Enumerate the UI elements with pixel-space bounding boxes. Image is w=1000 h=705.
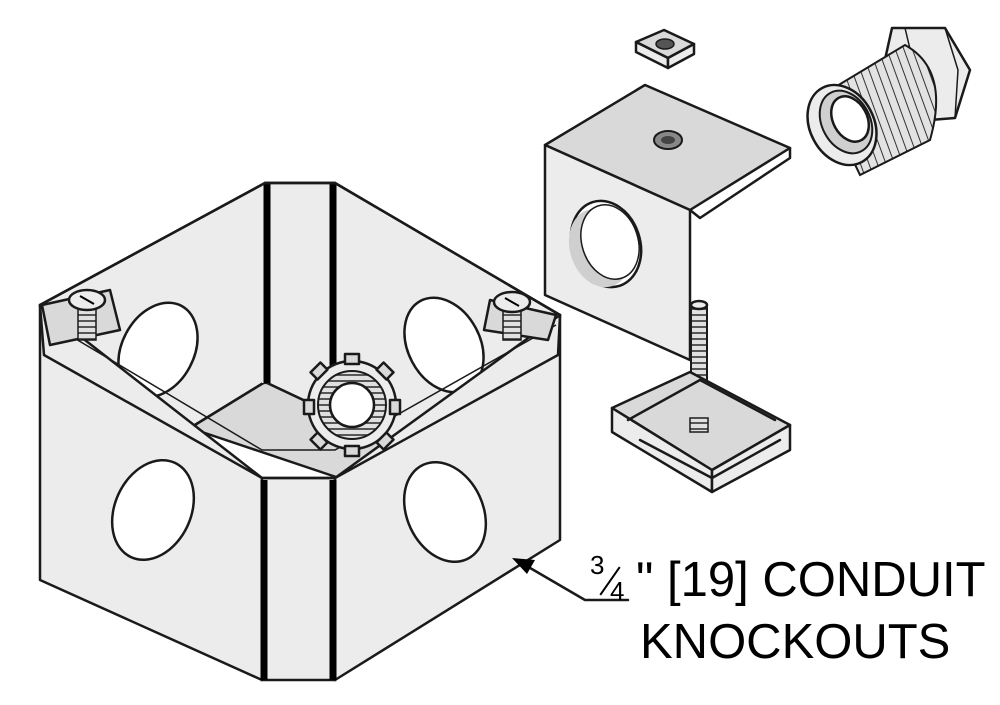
knockout-front-right	[402, 460, 488, 564]
callout-leader	[512, 558, 630, 602]
square-nut	[634, 28, 696, 70]
callout-line-2: KNOCKOUTS	[640, 615, 951, 669]
callout-arrowhead	[512, 558, 535, 574]
fraction-numerator: 3	[590, 550, 605, 580]
callout-line-1-text: " [19] CONDUIT	[636, 553, 986, 607]
conduit-connector	[806, 26, 972, 177]
callout-line-1: 3 4 " [19] CONDUIT	[590, 552, 986, 607]
fraction-three-quarters: 3 4	[590, 552, 636, 606]
box-front-corner	[260, 476, 337, 682]
box-screw-left	[67, 288, 107, 341]
box-screw-right	[492, 290, 532, 341]
locknut	[302, 352, 402, 458]
knockout-front-left	[110, 458, 196, 562]
fraction-denominator: 4	[610, 576, 625, 606]
channel-clip	[610, 370, 792, 494]
mounting-bracket	[543, 83, 792, 362]
junction-box	[38, 181, 562, 682]
